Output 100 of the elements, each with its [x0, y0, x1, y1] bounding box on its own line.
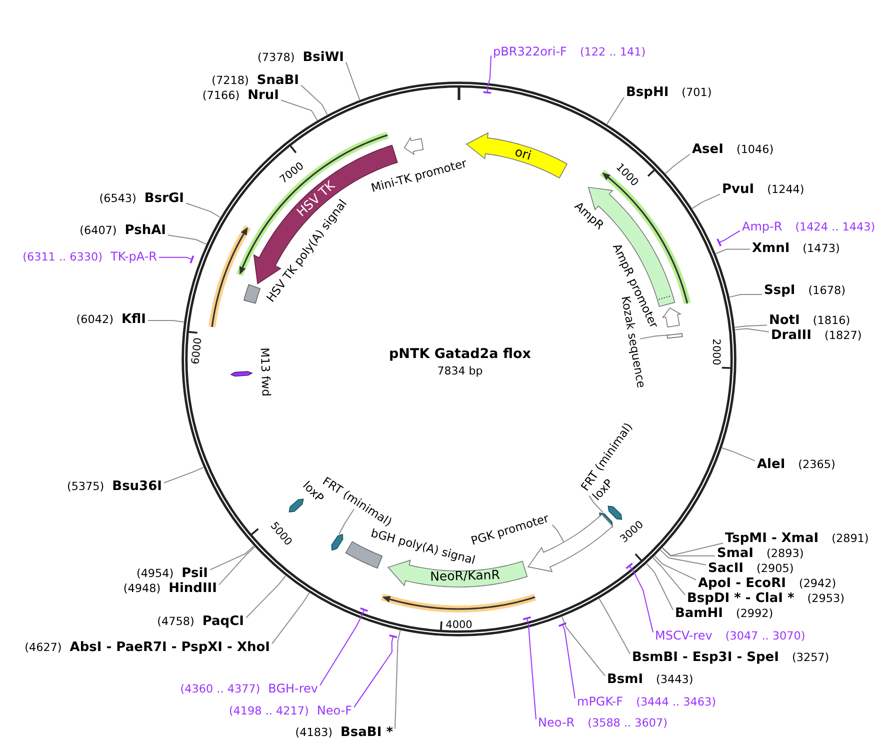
leader-line — [558, 622, 576, 699]
enzyme-name: Bsu36I — [112, 480, 162, 494]
site-marker — [330, 533, 344, 552]
cut-position: (7166) — [202, 90, 240, 102]
enzyme-name: SacII — [708, 562, 744, 576]
leader-line — [320, 607, 369, 686]
cut-position: (2953) — [807, 592, 844, 606]
cut-position: (1816) — [812, 314, 850, 328]
leader-line — [652, 557, 686, 596]
leader-line — [338, 508, 355, 535]
leader-line — [640, 334, 670, 340]
leader-line — [280, 100, 318, 121]
cut-position: (2992) — [736, 608, 774, 620]
leader-line — [346, 62, 360, 100]
leader-line — [164, 466, 204, 484]
primer-range: (3444 .. 3463) — [636, 696, 716, 709]
leader-line — [692, 194, 720, 209]
cut-position: (1244) — [767, 184, 804, 196]
enzyme-name: XmnI — [752, 242, 790, 256]
cut-position: (701) — [682, 86, 712, 100]
leader-line — [168, 234, 207, 245]
cut-position: (3257) — [792, 652, 830, 664]
primer-range: (3047 .. 3070) — [725, 630, 806, 643]
primer-name: mPGK-F — [577, 695, 624, 709]
feature-block — [403, 136, 425, 156]
enzyme-name: AbsI - PaeR7I - PspXI - XhoI — [70, 640, 270, 656]
enzyme-name: PsiI — [182, 566, 208, 582]
feature-box — [242, 283, 262, 305]
cut-position: (4627) — [24, 642, 62, 654]
leader-line — [394, 630, 401, 730]
leader-line — [482, 55, 492, 94]
primer-name: Neo-F — [316, 704, 352, 718]
enzyme-name: SspI — [764, 284, 796, 298]
leader-line — [598, 598, 630, 654]
sequence-mark — [666, 332, 684, 340]
leader-line — [662, 548, 716, 556]
cut-position: (2893) — [766, 548, 804, 560]
primer-range: (1424 .. 1443) — [795, 221, 876, 234]
primer-name: TK-pA-R — [110, 250, 157, 264]
cut-position: (2891) — [832, 532, 869, 546]
scale-label: 6000 — [190, 337, 204, 365]
leader-line — [721, 447, 756, 462]
enzyme-name: BsaBI * — [340, 726, 393, 740]
cut-position: (1827) — [824, 330, 862, 342]
leader-line — [218, 546, 256, 586]
primer-name: Neo-R — [538, 716, 575, 730]
primer-range: (3588 .. 3607) — [588, 717, 668, 730]
leader-line — [562, 616, 606, 676]
primer-range: (122 .. 141) — [580, 46, 646, 59]
cut-position: (4758) — [157, 616, 194, 628]
leader-line — [588, 495, 604, 514]
cut-position: (1046) — [736, 144, 774, 156]
enzyme-name: BsrGI — [144, 192, 184, 206]
cut-position: (2365) — [798, 458, 836, 472]
cut-position: (6407) — [80, 224, 117, 238]
site-marker — [607, 505, 623, 521]
leader-line — [246, 575, 286, 618]
leader-line — [272, 592, 310, 644]
cut-position: (1678) — [808, 284, 846, 298]
primer-name: pBR322ori-F — [493, 45, 567, 59]
cut-position: (7378) — [258, 52, 295, 64]
leader-line — [734, 328, 770, 332]
leader-line — [729, 294, 762, 298]
leader-line — [606, 96, 624, 125]
scale-label: 4000 — [446, 618, 472, 632]
enzyme-name: DraIII — [771, 328, 812, 344]
cut-position: (2905) — [756, 562, 794, 576]
cut-position: (4183) — [295, 726, 332, 740]
leader-line — [552, 524, 566, 544]
primer-name: BGH-rev — [268, 682, 318, 696]
cut-position: (2942) — [798, 578, 836, 590]
sequence-length: 7834 bp — [437, 366, 483, 378]
leader-line — [654, 555, 696, 580]
leader-line — [354, 634, 398, 708]
enzyme-name: NruI — [248, 88, 279, 104]
leader-line — [665, 154, 690, 174]
cut-position: (6543) — [99, 192, 136, 206]
enzyme-name: SmaI — [717, 546, 754, 562]
leader-line — [148, 320, 184, 323]
primer-range: (4360 .. 4377) — [180, 683, 260, 696]
primer-name: MSCV-rev — [655, 629, 712, 643]
enzyme-name: BamHI — [675, 606, 723, 622]
primer-range: (6311 .. 6330) — [22, 251, 102, 264]
leader-line — [186, 202, 221, 218]
enzyme-name: PshAI — [124, 224, 166, 238]
map-title: pNTK Gatad2a flox — [389, 347, 531, 363]
feature-label: NeoR/KanR — [430, 568, 500, 584]
scale-label: 2000 — [710, 338, 722, 366]
leader-line — [625, 562, 654, 633]
cut-position: (5375) — [66, 480, 104, 494]
enzyme-name: BsmBI - Esp3I - SpeI — [632, 650, 779, 666]
enzyme-name: AseI — [692, 142, 724, 158]
enzyme-name: ApoI - EcoRI — [698, 576, 786, 592]
feature-label: M13 fwd — [258, 347, 272, 397]
enzyme-name: BspDI * - ClaI * — [687, 592, 794, 606]
enzyme-name: PaqCI — [202, 614, 244, 630]
enzyme-name: NotI — [769, 314, 800, 328]
cut-position: (1473) — [802, 242, 840, 256]
enzyme-name: PvuI — [722, 182, 754, 198]
leader-line — [716, 230, 740, 248]
